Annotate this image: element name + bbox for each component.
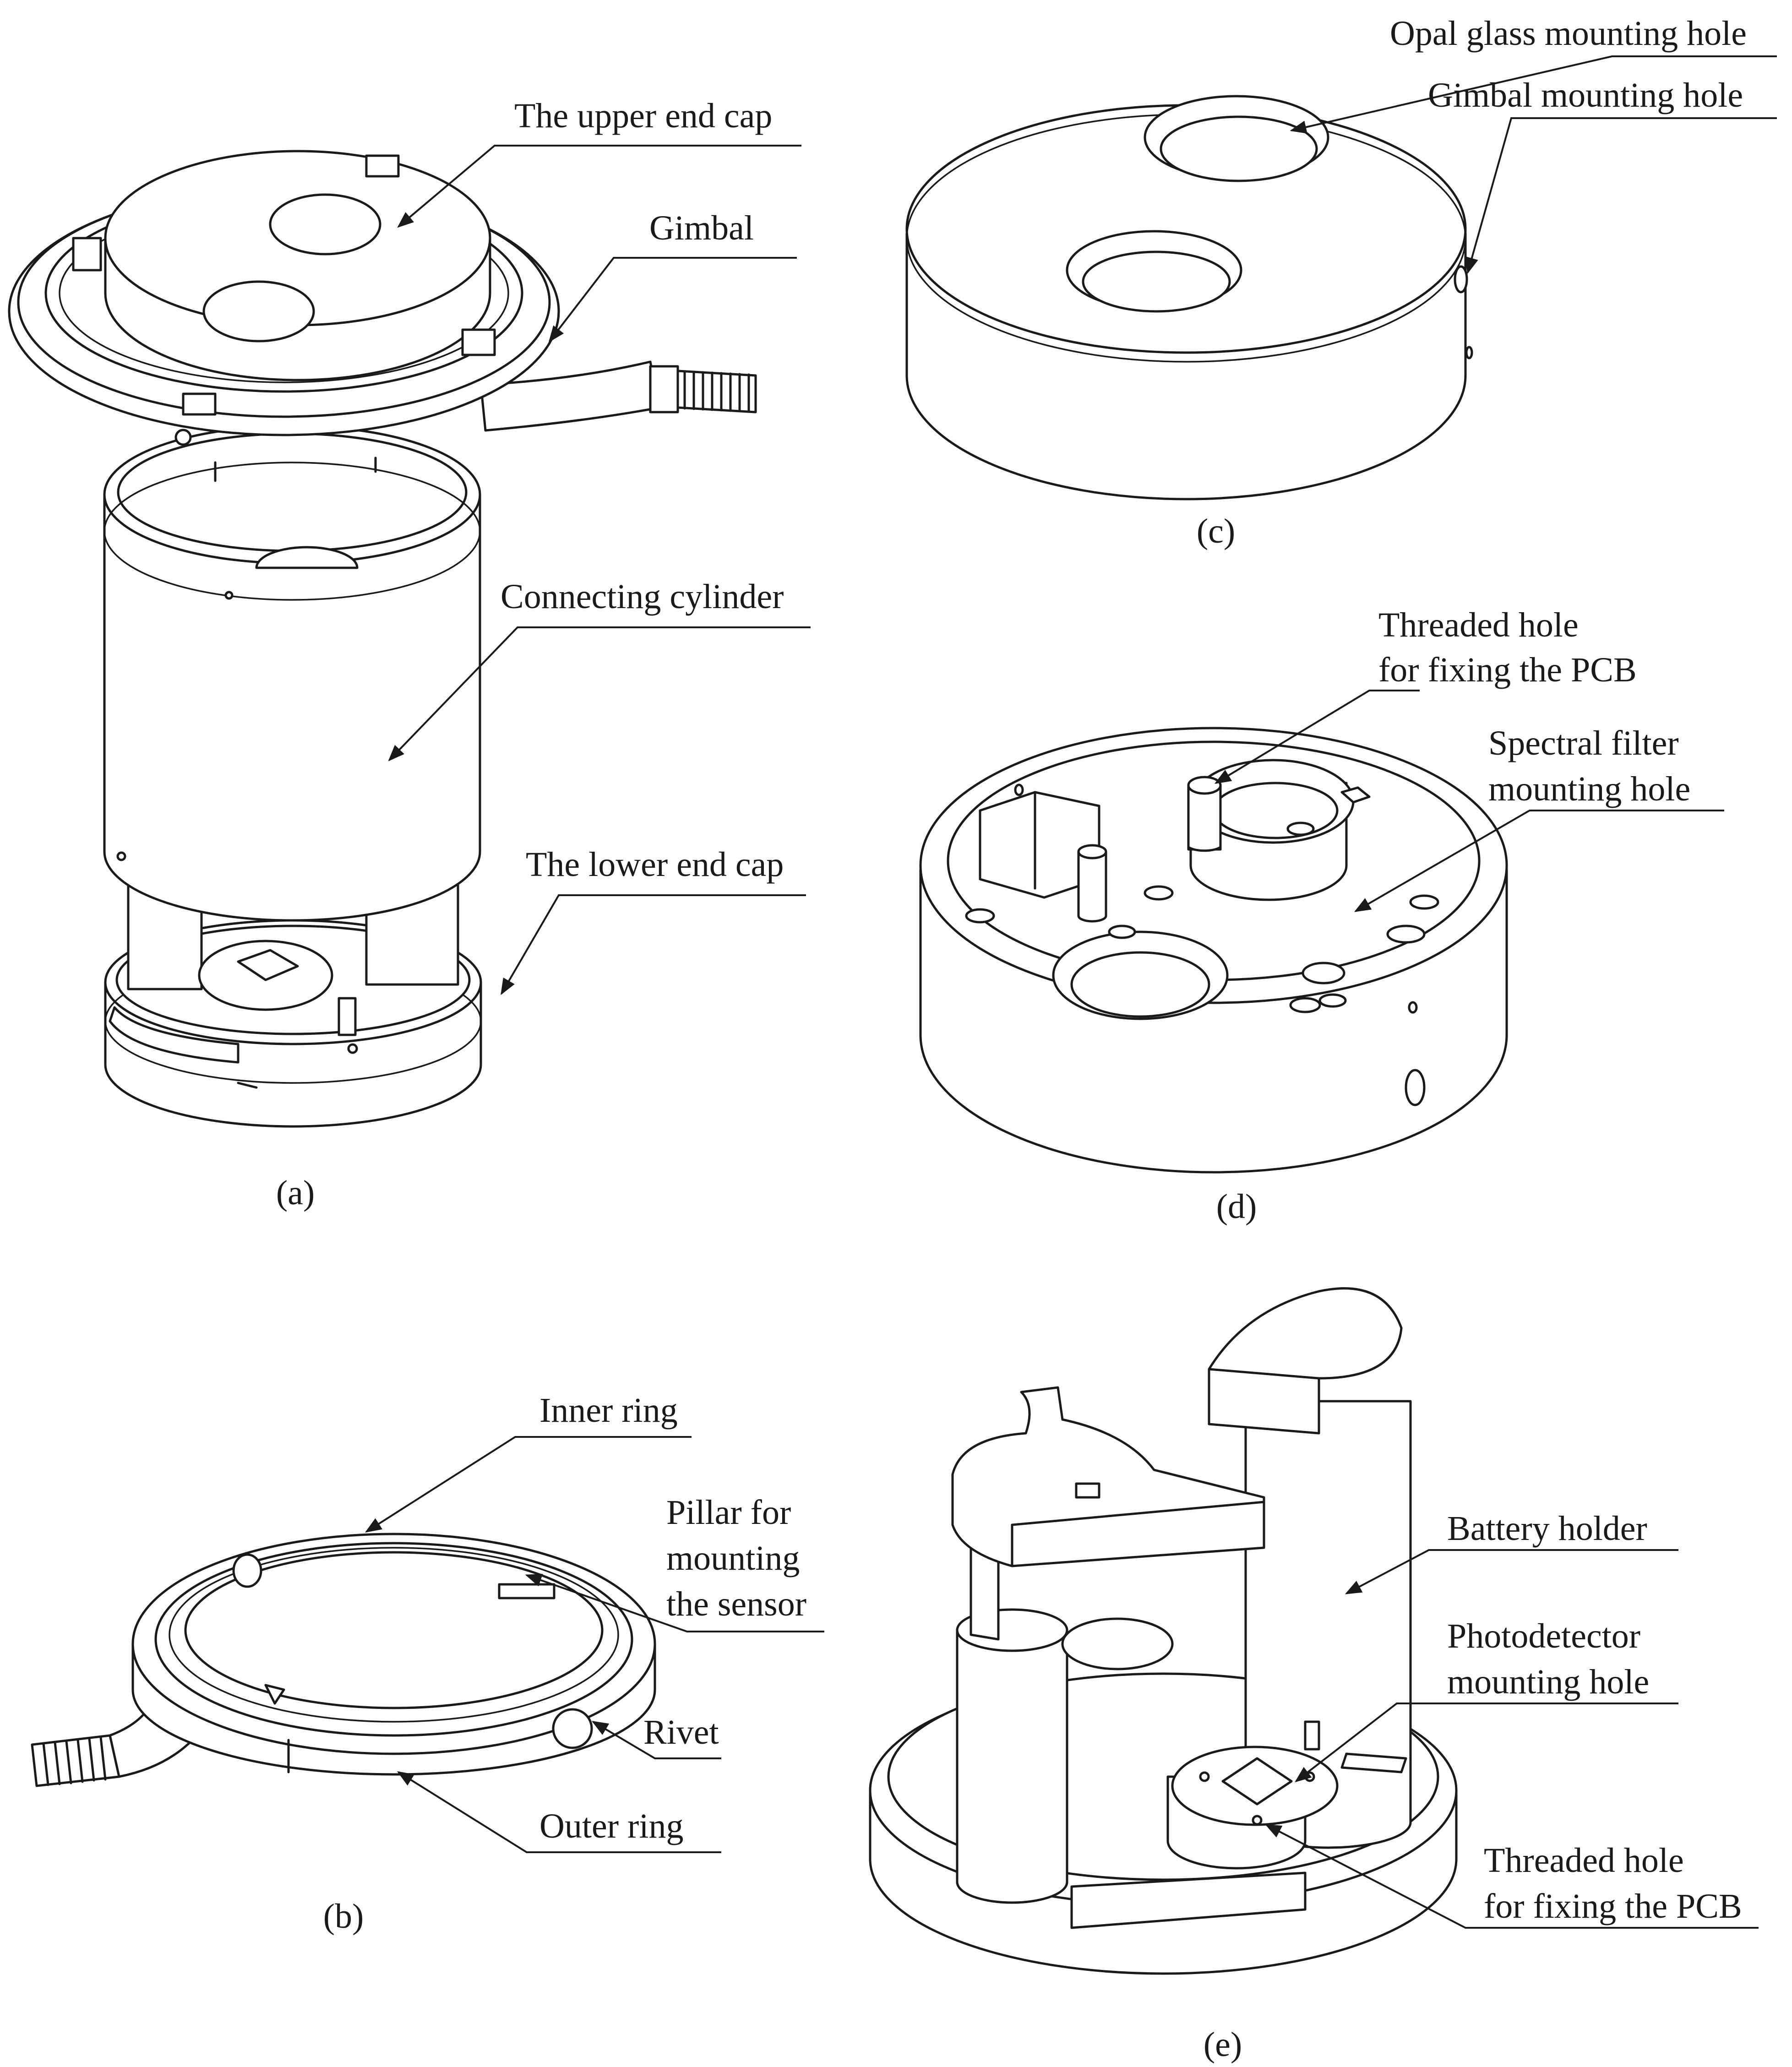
panel-c-leaders xyxy=(1290,55,1777,274)
caption-a: (a) xyxy=(276,1174,315,1212)
gimbal-drawing xyxy=(8,150,757,446)
label-lower-end-cap: The lower end cap xyxy=(526,845,784,884)
panel-d-leaders xyxy=(1214,690,1724,912)
panel-d: Threaded hole for fixing the PCB Spectra… xyxy=(919,606,1724,1226)
label-photodetector-line-1: Photodetector xyxy=(1447,1617,1640,1655)
label-pillar-line-3: the sensor xyxy=(666,1585,806,1623)
label-spectral-filter-line-2: mounting hole xyxy=(1488,770,1690,808)
label-threaded-hole-line-2: for fixing the PCB xyxy=(1378,651,1637,689)
panel-a-leaders xyxy=(388,145,811,995)
label-connecting-cylinder: Connecting cylinder xyxy=(501,577,784,616)
caption-c: (c) xyxy=(1197,512,1235,550)
gimbal-ring-drawing xyxy=(31,1533,656,1787)
label-battery-holder: Battery holder xyxy=(1447,1509,1647,1548)
label-gimbal-mounting-hole: Gimbal mounting hole xyxy=(1428,76,1743,114)
label-threaded-hole-line-1: Threaded hole xyxy=(1378,606,1579,644)
label-opal-glass-mounting-hole: Opal glass mounting hole xyxy=(1390,14,1747,53)
panel-e-leaders xyxy=(1264,1549,1759,1929)
label-spectral-filter-line-1: Spectral filter xyxy=(1488,724,1679,762)
label-pillar-line-1: Pillar for xyxy=(666,1493,791,1532)
caption-b: (b) xyxy=(323,1897,364,1936)
label-inner-ring: Inner ring xyxy=(539,1391,678,1430)
panel-b: Inner ring Pillar for mounting the senso… xyxy=(31,1391,824,1936)
label-photodetector-line-2: mounting hole xyxy=(1447,1663,1649,1701)
battery-holder-assembly-drawing xyxy=(869,1287,1458,1975)
panel-c: Opal glass mounting hole Gimbal mounting… xyxy=(905,14,1777,550)
panel-a: The upper end cap Gimbal Connecting cyli… xyxy=(8,97,811,1212)
label-outer-ring: Outer ring xyxy=(539,1807,683,1845)
connecting-cylinder-drawing xyxy=(103,424,481,922)
label-threaded-hole-e-line-2: for fixing the PCB xyxy=(1484,1887,1742,1926)
caption-e: (e) xyxy=(1204,2025,1242,2064)
panel-e: Battery holder Photodetector mounting ho… xyxy=(869,1287,1759,2064)
panel-b-leaders xyxy=(365,1436,824,1853)
label-threaded-hole-e-line-1: Threaded hole xyxy=(1484,1841,1684,1880)
label-pillar-line-2: mounting xyxy=(666,1539,800,1577)
label-gimbal: Gimbal xyxy=(649,209,754,247)
label-upper-end-cap: The upper end cap xyxy=(514,97,772,135)
label-rivet: Rivet xyxy=(643,1713,719,1752)
upper-end-cap-drawing xyxy=(905,95,1473,500)
caption-d: (d) xyxy=(1216,1187,1257,1226)
lower-end-cap-interior-drawing xyxy=(919,727,1508,1174)
